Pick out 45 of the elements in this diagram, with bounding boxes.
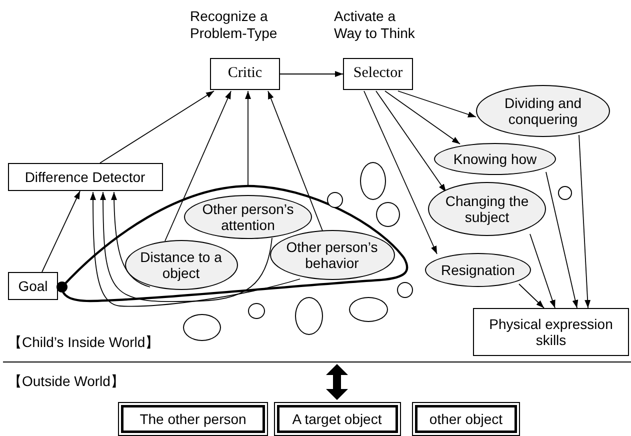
- empty-ellipse: [376, 202, 400, 226]
- arrow: [530, 234, 556, 308]
- strategy-ellipse: Resignation: [425, 253, 531, 287]
- process-box: Critic: [210, 58, 280, 90]
- arrow: [268, 90, 324, 232]
- arrow: [100, 192, 272, 302]
- arrow: [111, 192, 150, 288]
- strategy-ellipse: Dividing and conquering: [476, 85, 610, 137]
- process-box: Physical expression skills: [473, 308, 629, 356]
- empty-ellipse: [360, 162, 386, 200]
- arrow: [578, 134, 591, 308]
- empty-ellipse: [558, 186, 572, 200]
- world-label: 【Child’s Inside World】: [8, 334, 160, 351]
- arrow: [398, 90, 476, 118]
- stage-label: Recognize a Problem-Type: [190, 8, 278, 42]
- empty-ellipse: [348, 296, 388, 322]
- process-box: Selector: [343, 58, 413, 90]
- strategy-ellipse: Knowing how: [434, 143, 556, 175]
- arrow: [280, 71, 344, 77]
- factor-ellipse: Other person’s behavior: [270, 230, 394, 280]
- factor-ellipse: Other person’s attention: [184, 195, 312, 239]
- factor-ellipse: Distance to a object: [124, 240, 238, 290]
- empty-ellipse: [327, 192, 343, 208]
- world-label: 【Outside World】: [8, 373, 124, 390]
- empty-ellipse: [397, 282, 413, 298]
- arrow: [245, 90, 251, 186]
- arrow: [164, 90, 232, 242]
- stage-label: Activate a Way to Think: [334, 8, 416, 42]
- empty-ellipse: [295, 297, 323, 335]
- object-box: A target object: [274, 402, 400, 436]
- empty-ellipse: [248, 303, 264, 319]
- arrow: [384, 90, 460, 144]
- arrow: [42, 190, 80, 272]
- arrow: [518, 284, 544, 308]
- process-box: Difference Detector: [8, 163, 162, 191]
- process-box: Goal: [8, 272, 58, 300]
- empty-ellipse: [183, 314, 221, 340]
- object-box: The other person: [118, 402, 268, 436]
- arrow: [100, 90, 214, 164]
- arrow: [90, 192, 300, 307]
- arrow: [376, 90, 446, 192]
- arrow: [364, 90, 438, 254]
- arrow: [546, 172, 578, 308]
- object-box: other object: [412, 402, 520, 436]
- strategy-ellipse: Changing the subject: [428, 182, 546, 236]
